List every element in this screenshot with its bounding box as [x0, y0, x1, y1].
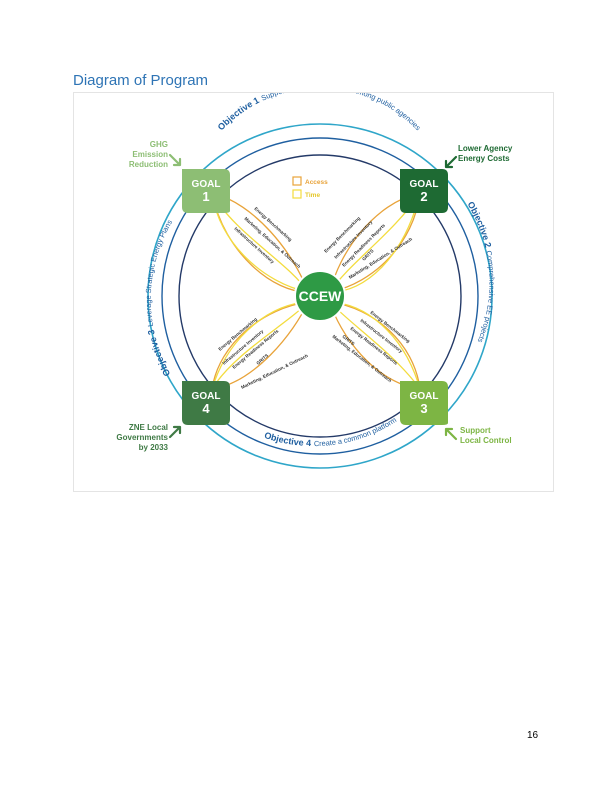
goal-1-number: 1	[202, 189, 209, 204]
outcome-line: Governments	[116, 433, 168, 442]
outcome-line: Lower Agency	[458, 144, 513, 153]
goal-2-outcome: Lower Agency Energy Costs	[458, 144, 513, 163]
objective-3-label: Objective 3Leverage Strategic Energy Pla…	[144, 218, 174, 378]
petal-label: Infrastructure Inventory	[233, 226, 275, 265]
petal-labels-goal-1: Energy Benchmarking Marketing, Education…	[233, 206, 301, 269]
middle-ring	[161, 137, 479, 455]
petal-label: Marketing, Education, & Outreach	[348, 236, 413, 279]
goal-1-outcome: GHG Emission Reduction	[129, 140, 168, 169]
page-number: 16	[527, 730, 539, 741]
outcome-line: Local Control	[460, 436, 512, 445]
section-heading: Diagram of Program	[73, 72, 209, 89]
center-node	[294, 270, 346, 322]
outcome-line: by 2033	[139, 443, 169, 452]
outcome-line: GHG	[150, 140, 168, 149]
legend-access-swatch	[292, 176, 302, 186]
outcome-line: ZNE Local	[129, 423, 168, 432]
legend-time-swatch	[292, 189, 302, 199]
goal-2-box: GOAL 2	[400, 169, 448, 213]
arrow-goal-2	[444, 155, 458, 169]
goal-4-number: 4	[202, 401, 210, 416]
goal-2-number: 2	[420, 189, 427, 204]
goal-2-title: GOAL	[410, 179, 439, 190]
program-diagram: Energy Benchmarking Marketing, Education…	[73, 92, 554, 492]
goal-3-title: GOAL	[410, 391, 439, 402]
outer-ring	[147, 123, 493, 469]
objective-1-label: Objective 1Support knowledge transfer am…	[216, 93, 423, 132]
arrow-goal-3	[444, 427, 458, 441]
outcome-line: Energy Costs	[458, 154, 510, 163]
goal-4-outcome: ZNE Local Governments by 2033	[116, 423, 168, 452]
center-label: CCEW	[299, 288, 343, 304]
petal-label: GRITS	[255, 353, 269, 366]
goal-4-box: GOAL 4	[182, 381, 230, 425]
outcome-line: Support	[460, 426, 491, 435]
petal-label: Marketing, Education, & Outreach	[331, 334, 392, 383]
goal-1-box: GOAL 1	[182, 169, 230, 213]
petal-label: Energy Benchmarking	[253, 206, 293, 242]
petal-labels-goal-4: Energy Benchmarking Infrastructure Inven…	[217, 316, 308, 389]
legend-access-label: Access	[305, 179, 328, 186]
legend: Access Time	[292, 176, 328, 199]
inner-ring	[178, 154, 462, 438]
outcome-line: Emission	[132, 150, 168, 159]
petal-labels-goal-3: Energy Benchmarking Infrastructure Inven…	[331, 310, 411, 383]
goal-3-outcome: Support Local Control	[460, 426, 512, 445]
goal-4-title: GOAL	[192, 391, 221, 402]
goal-1-title: GOAL	[192, 179, 221, 190]
arrow-goal-4	[168, 425, 182, 439]
goal-3-box: GOAL 3	[400, 381, 448, 425]
outcome-line: Reduction	[129, 160, 168, 169]
legend-time-label: Time	[305, 192, 320, 199]
arrow-goal-1	[168, 153, 182, 167]
goal-3-number: 3	[420, 401, 427, 416]
